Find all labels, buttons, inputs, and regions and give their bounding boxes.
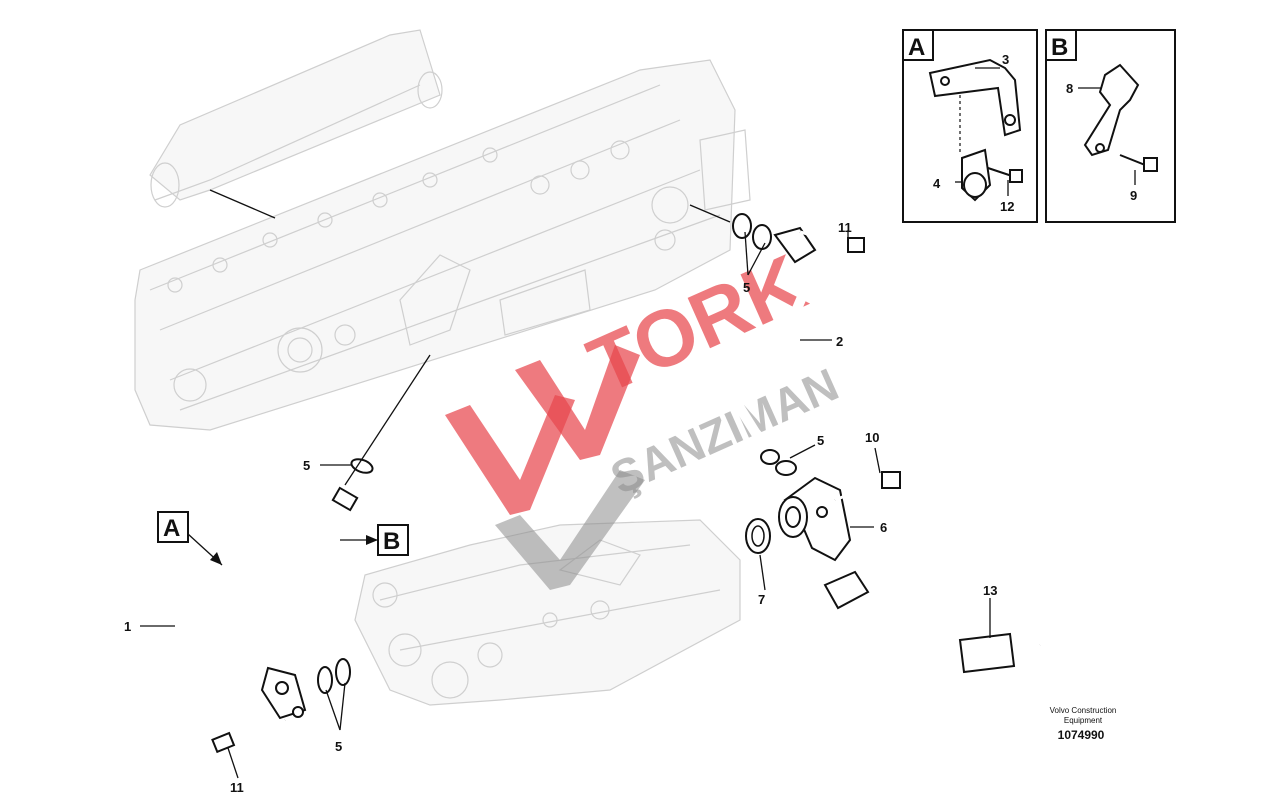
callout-3: 3 (1002, 52, 1009, 67)
callout-6: 6 (880, 520, 887, 535)
credit-block: Volvo Construction Equipment 1074990 (1050, 706, 1117, 742)
engine-cylinder-head-ghost (134, 29, 751, 431)
callout-12: 12 (1000, 199, 1014, 214)
callout-11-lower: 11 (230, 780, 244, 795)
lower-housing-ghost (354, 519, 741, 706)
callout-5-bottom: 5 (335, 739, 342, 754)
view-a-letter: A (163, 515, 180, 542)
o-ring-5-top-1 (732, 213, 752, 239)
o-ring-5-lower-2 (335, 658, 351, 686)
callout-4: 4 (933, 176, 941, 191)
callout-2: 2 (836, 334, 843, 349)
pipe-2 (729, 226, 817, 465)
callout-8: 8 (1066, 81, 1073, 96)
view-label-a: A (157, 511, 223, 566)
callout-9: 9 (1130, 188, 1137, 203)
callout-1: 1 (124, 619, 131, 634)
callout-5-mid: 5 (817, 433, 824, 448)
detail-b-letter: B (1051, 34, 1068, 61)
o-ring-5-top-2 (752, 224, 772, 250)
view-b-letter: B (383, 528, 400, 555)
credit-line1: Volvo Construction (1050, 706, 1117, 715)
callout-10: 10 (865, 430, 879, 445)
bolt-10 (834, 471, 901, 502)
callout-13: 13 (983, 583, 997, 598)
detail-box-b: B (1045, 29, 1176, 223)
document-number: 1074990 (1058, 728, 1105, 742)
callout-7: 7 (758, 592, 765, 607)
detail-box-a: A (902, 29, 1038, 223)
callout-numbers: 1 2 3 4 5 5 5 5 6 7 8 9 10 11 11 12 13 (124, 52, 1137, 795)
callout-11-upper: 11 (838, 220, 852, 235)
credit-line2: Equipment (1064, 716, 1103, 725)
view-label-b: B (340, 524, 409, 556)
bolt-11-lower (211, 718, 286, 754)
detail-a-letter: A (908, 34, 925, 61)
hose-13 (823, 570, 1042, 674)
o-ring-5-lower-1 (317, 666, 333, 694)
pipe-1 (175, 486, 359, 720)
seal-5-right (775, 460, 797, 476)
callout-5-top: 5 (743, 280, 750, 295)
callout-5-left: 5 (303, 458, 310, 473)
bolt-11-upper (799, 230, 865, 253)
seal-5-left (350, 458, 374, 474)
leader-lines (140, 67, 1136, 779)
elbow-fitting-6 (778, 476, 852, 562)
